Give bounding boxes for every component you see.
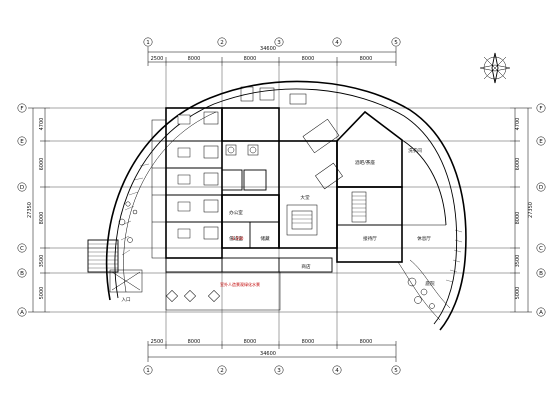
lobby-label: 大堂 — [300, 194, 310, 201]
entrance-label: 入口 — [121, 297, 131, 303]
guest-room-block — [151, 107, 223, 259]
lower-service-rooms: 办公室 值班室 储藏 商店 — [165, 194, 333, 273]
axis-bubble-B-right: B — [539, 271, 543, 277]
left-landscape-band — [118, 111, 217, 293]
plaza-note: 室外人造景观绿化水景 — [220, 281, 260, 287]
left-axis-bubbles: F E D C B A — [17, 103, 27, 317]
right-dim-4: 3500 — [515, 255, 521, 268]
bottom-dim-2: 8000 — [188, 339, 201, 345]
top-dim-1: 2500 — [151, 56, 164, 62]
axis-bubble-1-bottom: 1 — [146, 368, 150, 374]
bottom-dim-3: 8000 — [244, 339, 257, 345]
top-dim-2: 8000 — [188, 56, 201, 62]
wash-label: 洗衣间 — [408, 147, 422, 154]
axis-bubble-D-right: D — [539, 185, 543, 191]
left-dim-4: 3500 — [39, 255, 45, 268]
garden-label: 庭院 — [425, 280, 435, 287]
axis-bubble-D-left: D — [20, 185, 24, 191]
axis-bubble-F-right: F — [539, 106, 542, 112]
left-dim-2: 6000 — [39, 158, 45, 171]
left-total-dimension: 27350 — [27, 202, 33, 218]
right-dim-2: 6000 — [515, 158, 521, 171]
top-dimension-chain: 34600 2500 8000 8000 8000 8000 — [147, 46, 397, 66]
shop-label: 商店 — [301, 263, 311, 270]
duty-room-label: 值班室 — [229, 235, 243, 242]
right-garden: 庭院 — [397, 229, 463, 321]
lounge-area: 休息厅 洗衣间 — [401, 139, 447, 242]
lower-plaza: 室外人造景观绿化水景 -1.500 — [165, 236, 281, 311]
axis-bubble-F-left: F — [20, 106, 23, 112]
axis-bubble-B-left: B — [20, 271, 24, 277]
upper-rooms — [221, 86, 307, 191]
entry-stairs: 入口 — [87, 239, 143, 303]
axis-bubble-E-left: E — [20, 139, 24, 145]
axis-bubble-2-bottom: 2 — [220, 368, 224, 374]
top-dim-3: 8000 — [244, 56, 257, 62]
bottom-total-dimension: 34600 — [260, 351, 276, 357]
bottom-dim-5: 8000 — [360, 339, 373, 345]
top-dim-4: 8000 — [302, 56, 315, 62]
bottom-dim-1: 2500 — [151, 339, 164, 345]
right-dimension-chain: 4700 6000 8000 3500 5000 27350 — [510, 107, 534, 313]
right-axis-bubbles: F E D C B A — [536, 103, 546, 317]
axis-bubble-C-right: C — [539, 246, 543, 252]
axis-bubble-A-right: A — [539, 310, 543, 316]
bottom-dim-4: 8000 — [302, 339, 315, 345]
axis-bubble-4-top: 4 — [335, 40, 339, 46]
lounge-label: 休息厅 — [417, 235, 431, 242]
left-dim-1: 4700 — [39, 118, 45, 131]
bar-label: 酒吧/茶座 — [355, 159, 375, 166]
axis-bubble-5-bottom: 5 — [394, 368, 398, 374]
right-dim-5: 5000 — [515, 287, 521, 300]
right-total-dimension: 27350 — [528, 202, 534, 218]
right-dim-1: 4700 — [515, 118, 521, 131]
axis-bubble-A-left: A — [20, 310, 24, 316]
axis-bubble-3-top: 3 — [277, 40, 281, 46]
axis-bubble-3-bottom: 3 — [277, 368, 281, 374]
left-dimension-chain: 4700 6000 8000 3500 5000 27350 — [27, 107, 50, 313]
bottom-dimension-chain: 2500 8000 8000 8000 8000 34600 — [147, 339, 397, 362]
axis-bubble-5-top: 5 — [394, 40, 398, 46]
axis-bubble-E-right: E — [539, 139, 543, 145]
reception-label: 接待厅 — [363, 235, 377, 242]
top-dim-5: 8000 — [360, 56, 373, 62]
office-label: 办公室 — [229, 209, 243, 216]
left-dim-3: 8000 — [39, 212, 45, 225]
bottom-axis-bubbles: 1 2 3 4 5 — [143, 365, 401, 375]
axis-bubble-4-bottom: 4 — [335, 368, 339, 374]
central-lobby: 大堂 — [278, 140, 338, 249]
axis-bubble-C-left: C — [20, 246, 24, 252]
level-tag: -1.500 — [231, 236, 244, 241]
top-axis-bubbles: 1 2 3 4 5 — [143, 37, 401, 47]
storage-label: 储藏 — [260, 235, 270, 242]
axis-bubble-2-top: 2 — [220, 40, 224, 46]
axis-bubble-1-top: 1 — [146, 40, 150, 46]
left-dim-5: 5000 — [39, 287, 45, 300]
right-dim-3: 8000 — [515, 212, 521, 225]
north-arrow-icon — [479, 52, 511, 84]
top-total-dimension: 34600 — [260, 46, 276, 52]
right-wing: 接待厅 酒吧/茶座 — [302, 110, 403, 263]
curved-outer-wall — [105, 80, 467, 331]
